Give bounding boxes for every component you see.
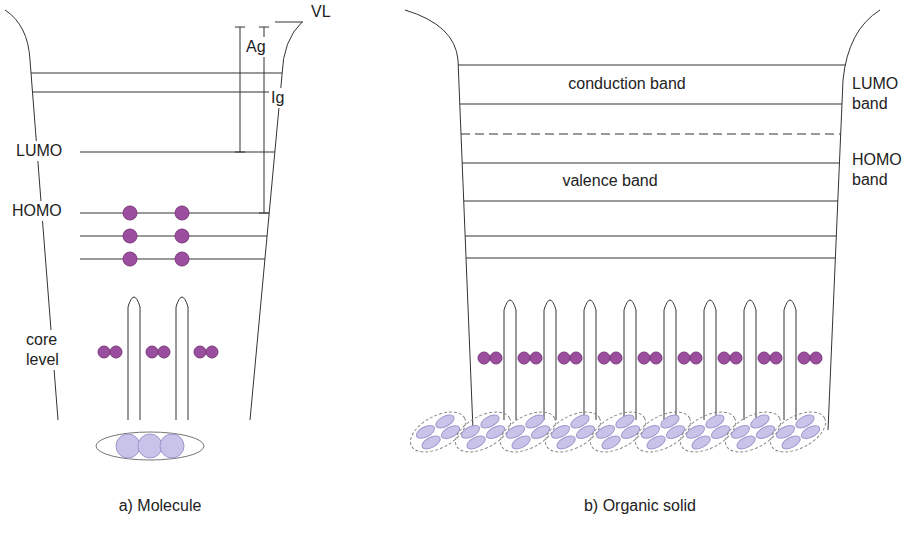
band-label: HOMO band (850, 150, 910, 190)
nuclei (96, 432, 204, 460)
valence-electron (175, 206, 189, 220)
molecule-nuclei (719, 404, 787, 460)
core-electron (558, 352, 570, 364)
valence-electron (123, 229, 137, 243)
band-level (464, 201, 838, 202)
molecule-nuclei (584, 404, 652, 460)
band-label: conduction band (566, 74, 687, 94)
band-level (458, 65, 845, 66)
core-electron (730, 352, 742, 364)
lumo-level (80, 152, 275, 153)
energy-level (33, 92, 280, 93)
core-potential (624, 300, 636, 420)
core-potential (544, 300, 556, 420)
core-electron (610, 352, 622, 364)
core-electron (650, 352, 662, 364)
core-electron (194, 346, 206, 358)
band-level (465, 236, 836, 237)
core-potential (128, 297, 140, 420)
vacuum-level-label: VL (309, 2, 333, 22)
core-electron (146, 346, 158, 358)
core-electron (478, 352, 490, 364)
panel-caption: a) Molecule (117, 496, 204, 516)
band-level (466, 258, 835, 259)
energy-level (80, 259, 265, 260)
well-wall (828, 10, 880, 430)
molecule-nuclei (404, 404, 472, 460)
panel-caption: b) Organic solid (582, 496, 698, 516)
core-potential (176, 297, 188, 420)
molecule-nuclei (764, 404, 832, 460)
core-potentials (98, 206, 832, 460)
core-electron (570, 352, 582, 364)
band-gap-line (461, 134, 841, 135)
molecule-nuclei (674, 404, 742, 460)
vacuum-level-line (275, 22, 303, 23)
energy-level (80, 236, 267, 237)
core-electron (810, 352, 822, 364)
core-potential (664, 300, 676, 420)
band-level (462, 163, 839, 164)
valence-electron (175, 229, 189, 243)
well-wall (405, 10, 473, 430)
band-level (460, 104, 842, 105)
level-label: core level (24, 330, 74, 370)
core-electron (206, 346, 218, 358)
core-electron (518, 352, 530, 364)
band-label: valence band (560, 171, 659, 191)
band-label: LUMO band (850, 74, 910, 114)
core-electron (690, 352, 702, 364)
level-label: HOMO (10, 201, 64, 221)
molecule-nuclei (449, 404, 517, 460)
molecule-nuclei (494, 404, 562, 460)
energy-level (31, 73, 282, 74)
core-electron (798, 352, 810, 364)
ionization-label: Ig (269, 88, 286, 108)
core-electron (598, 352, 610, 364)
core-electron (490, 352, 502, 364)
core-potential (584, 300, 596, 420)
core-potential (504, 300, 516, 420)
core-electron (530, 352, 542, 364)
molecule-nuclei (539, 404, 607, 460)
core-electron (98, 346, 110, 358)
molecule-nuclei (629, 404, 697, 460)
core-electron (678, 352, 690, 364)
core-electron (638, 352, 650, 364)
well-wall (250, 22, 302, 420)
core-potential (744, 300, 756, 420)
core-electron (770, 352, 782, 364)
affinity-label: Ag (244, 37, 268, 57)
core-electron (718, 352, 730, 364)
core-electron (110, 346, 122, 358)
valence-electron (123, 252, 137, 266)
core-electron (158, 346, 170, 358)
core-potential (704, 300, 716, 420)
valence-electron (175, 252, 189, 266)
valence-electron (123, 206, 137, 220)
core-potential (784, 300, 796, 420)
level-label: LUMO (14, 141, 64, 161)
core-electron (758, 352, 770, 364)
